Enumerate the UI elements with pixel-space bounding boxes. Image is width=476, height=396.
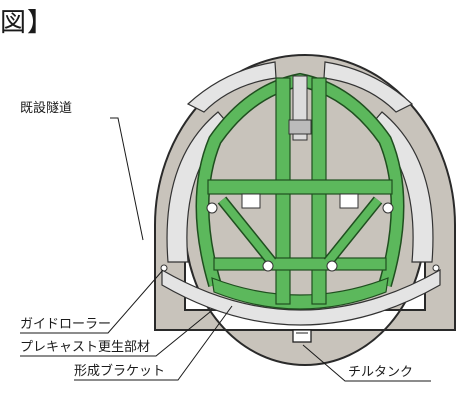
guide-roller-right-lower <box>326 260 338 272</box>
forming-frame-brace-left-fill <box>218 197 276 265</box>
bracket-left <box>241 193 261 209</box>
guide-roller-right-upper <box>382 202 394 214</box>
guide-roller-left-upper <box>206 202 218 214</box>
label-existing-tunnel: 既設隧道 <box>20 100 72 116</box>
forming-frame-bottom-beam <box>211 277 389 310</box>
label-chain-tank: チルタンク <box>348 365 413 380</box>
label-guide-roller: ガイドローラー <box>20 317 111 332</box>
forming-frame-beam-upper <box>207 179 393 195</box>
chain-tank-unit <box>292 329 312 343</box>
guide-roller-edge-right <box>432 264 440 272</box>
precast-segment-lower <box>161 268 441 326</box>
guide-roller-left-lower <box>262 260 274 272</box>
leader-guide-roller <box>20 269 164 334</box>
leader-precast-segment <box>20 311 211 357</box>
forming-frame-brace-right-fill <box>324 197 382 265</box>
hydraulic-jack-base <box>288 119 312 135</box>
bracket-right <box>339 193 359 209</box>
leader-forming-bracket <box>74 305 233 381</box>
label-precast-segment: プレキャスト更生部材 <box>20 340 150 355</box>
leader-existing-tunnel <box>110 117 144 241</box>
leader-chain-tank <box>302 344 431 382</box>
label-forming-bracket: 形成ブラケット <box>74 363 165 379</box>
forming-frame-beam-lower <box>213 257 387 271</box>
guide-roller-edge-left <box>160 264 168 272</box>
title-fragment: 図】 <box>0 8 55 38</box>
